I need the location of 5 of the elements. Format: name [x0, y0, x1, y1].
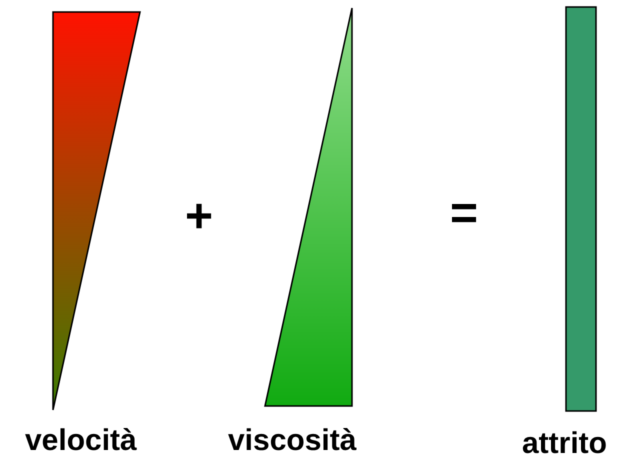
- plus-sign: +: [185, 193, 214, 241]
- shape-caption: viscosità: [228, 426, 356, 456]
- shape-caption: velocità: [25, 426, 137, 456]
- equals-sign: =: [450, 190, 478, 238]
- shape-caption: attrito: [522, 429, 607, 459]
